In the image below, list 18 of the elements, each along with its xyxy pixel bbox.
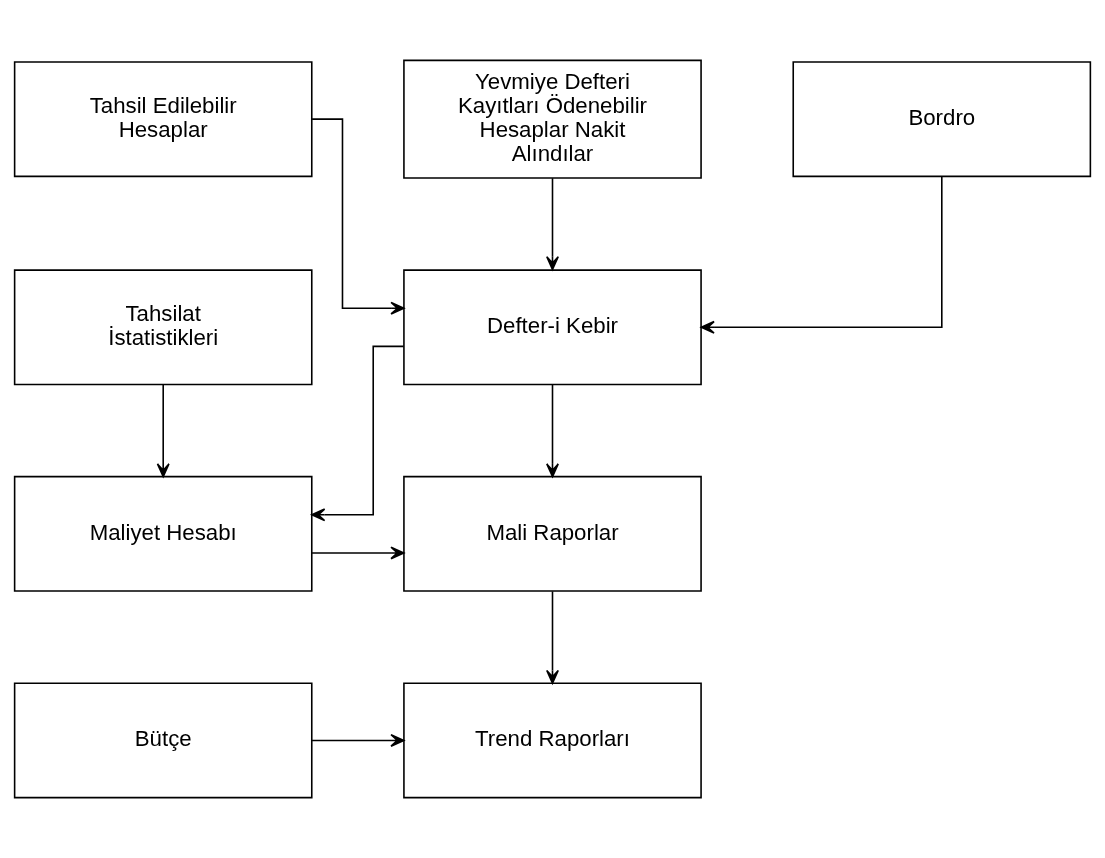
arrow — [311, 733, 405, 747]
node-box: Mali Raporlar — [403, 475, 702, 592]
arrow — [546, 384, 559, 478]
arrow — [311, 345, 405, 522]
node-box: Bütçe — [13, 682, 313, 799]
node-box: Tahsil Edilebilir Hesaplar — [13, 61, 313, 178]
arrow — [311, 546, 405, 560]
node-box: Bordro — [792, 61, 1092, 178]
arrow — [156, 384, 170, 478]
node-box: Trend Raporları — [403, 682, 702, 799]
arrow — [546, 590, 559, 684]
node-box: Defter-i Kebir — [403, 269, 702, 386]
arrow — [546, 177, 559, 271]
node-box: Maliyet Hesabı — [13, 475, 313, 592]
node-box: Tahsilat İstatistikleri — [13, 269, 313, 386]
node-box: Yevmiye Defteri Kayıtları Ödenebilir Hesaplar Nakit Alındılar — [403, 59, 702, 179]
arrow — [311, 118, 405, 315]
arrow — [700, 175, 943, 334]
